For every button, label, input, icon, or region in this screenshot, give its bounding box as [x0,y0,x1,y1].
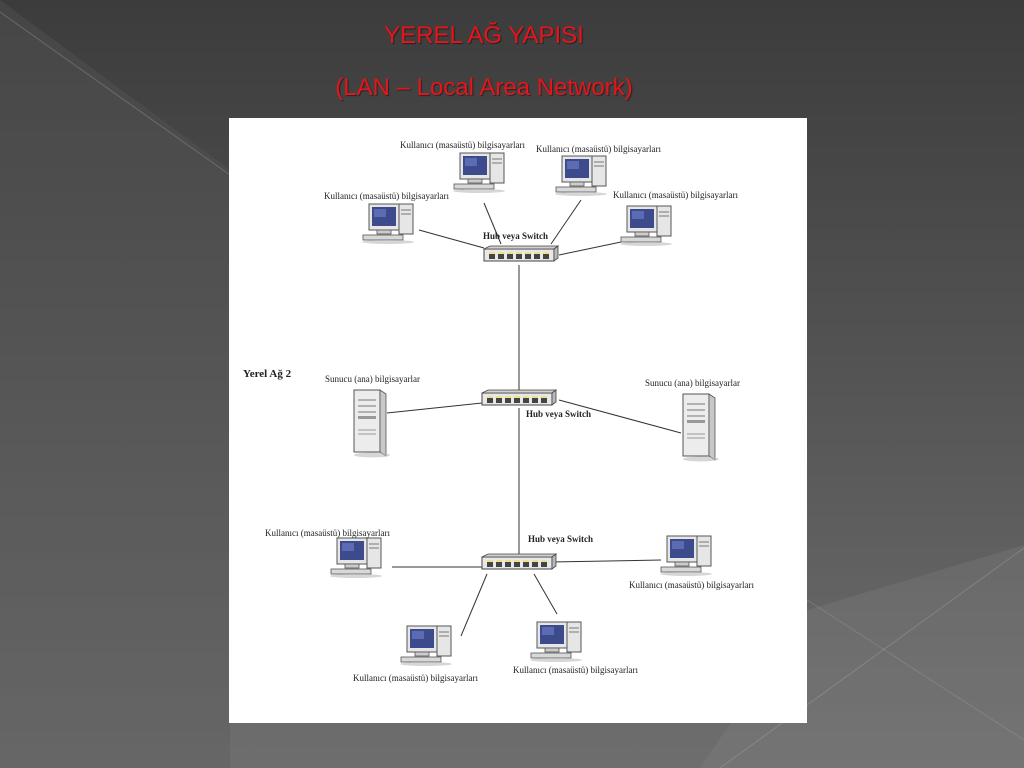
label-bottom-client-1: Kullanıcı (masaüstü) bilgisayarları [265,528,390,538]
label-top-client-4: Kullanıcı (masaüstü) bilgisayarları [613,190,738,200]
computer-icon [452,152,506,194]
label-hub-bottom: Hub veya Switch [528,534,594,544]
label-server-left: Sunucu (ana) bilgisayarlar [325,374,420,384]
server-icon [682,393,720,462]
label-top-client-2: Kullanıcı (masaüstü) bilgisayarları [536,144,661,154]
slide-subtitle: (LAN – Local Area Network) [335,74,633,101]
label-top-client-3: Kullanıcı (masaüstü) bilgisayarları [324,191,449,201]
label-bottom-client-2: Kullanıcı (masaüstü) bilgisayarları [629,580,754,590]
label-bottom-client-4: Kullanıcı (masaüstü) bilgisayarları [513,665,638,675]
computer-icon [529,621,583,663]
server-icon [353,389,391,458]
computer-icon [619,205,673,247]
label-network-name: Yerel Ağ 2 [243,368,292,380]
label-hub-top: Hub veya Switch [483,231,549,241]
label-hub-middle: Hub veya Switch [526,409,592,419]
computer-icon [554,155,608,197]
label-top-client-1: Kullanıcı (masaüstü) bilgisayarları [400,140,525,150]
label-server-right: Sunucu (ana) bilgisayarlar [645,378,740,388]
hub-top [483,245,559,262]
slide-title: YEREL AĞ YAPISI [384,22,584,49]
connection-lines [329,152,720,667]
computer-icon [659,535,713,577]
computer-icon [361,203,415,245]
hub-middle [481,389,557,406]
label-bottom-client-3: Kullanıcı (masaüstü) bilgisayarları [353,673,478,683]
computer-icon [399,625,453,667]
computer-icon [329,537,383,579]
hub-bottom [481,553,557,570]
network-diagram-panel: Kullanıcı (masaüstü) bilgisayarları Kull… [229,118,807,723]
